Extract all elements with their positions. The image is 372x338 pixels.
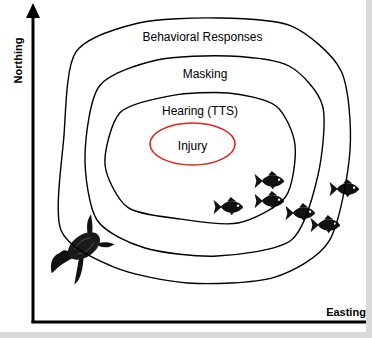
fish <box>255 171 285 189</box>
easting-axis <box>32 321 367 324</box>
axis-label: Easting <box>322 306 370 319</box>
northing-axis <box>32 16 35 323</box>
panel <box>0 0 366 332</box>
zone-label: Masking <box>183 67 228 82</box>
fish <box>214 197 244 215</box>
zone-outline <box>85 56 325 256</box>
masking-zone: MaskingHearing (TTS) Injury <box>85 56 325 256</box>
fish <box>286 203 316 221</box>
zone-label: Behavioral Responses <box>142 30 262 45</box>
zone-label: Hearing (TTS) <box>162 104 238 119</box>
zone-outline-path <box>105 92 295 223</box>
axis-label: Northing <box>12 29 25 93</box>
zone-label: Injury <box>178 139 207 154</box>
zone-outline-path <box>85 56 324 256</box>
tts-zone: Hearing (TTS) Injury <box>105 93 295 223</box>
fish <box>255 191 285 209</box>
zone-outline-path <box>150 123 235 165</box>
axis-arrowhead <box>26 3 40 18</box>
response-zone: Behavioral ResponsesMaskingHearing (TTS)… <box>55 18 350 283</box>
zone-outline-path <box>58 18 350 284</box>
sea-turtle <box>37 213 120 291</box>
injury-zone: Injury <box>150 123 235 165</box>
